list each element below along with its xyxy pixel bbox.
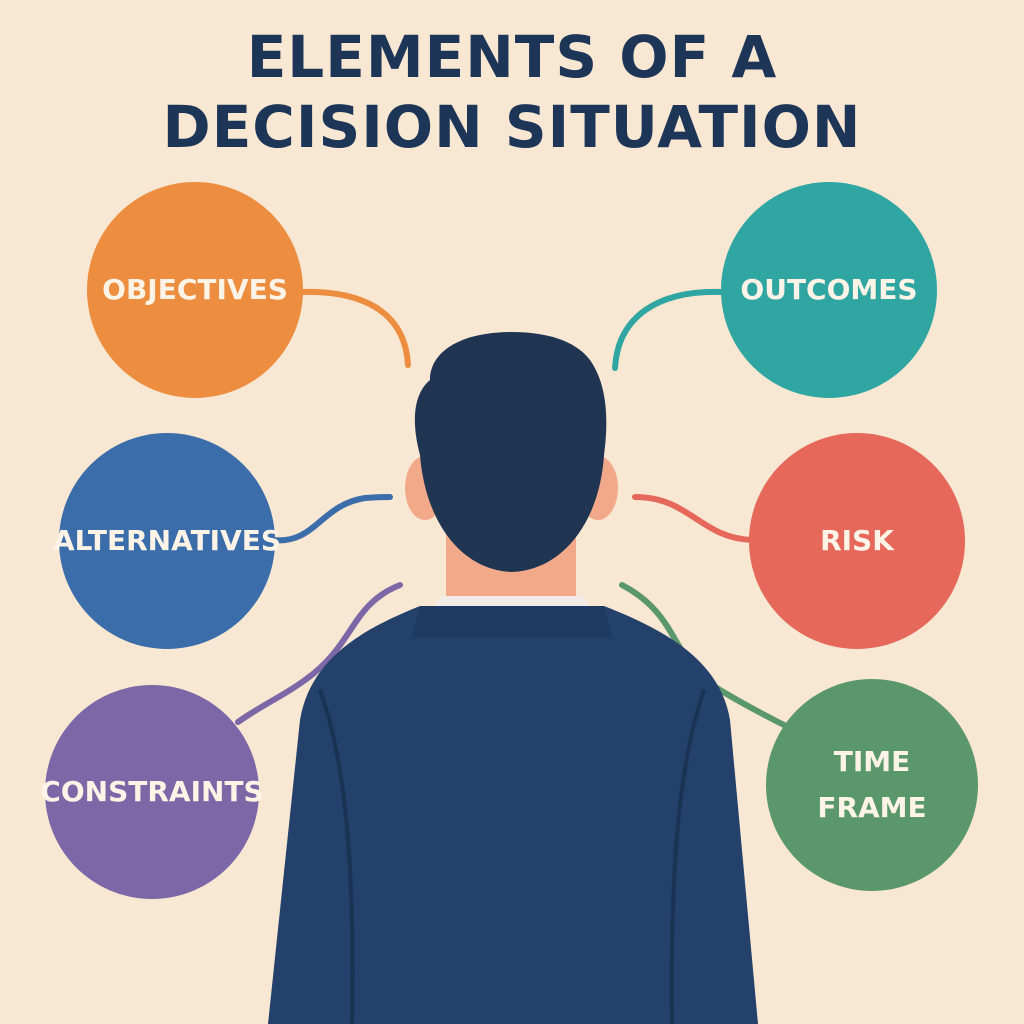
bubble-objectives-label: OBJECTIVES <box>102 273 288 306</box>
jacket-seam-left <box>318 689 355 1024</box>
jacket-seam-right <box>669 689 706 1024</box>
bubble-outcomes: OUTCOMES <box>721 182 937 398</box>
connector-risk <box>632 494 755 543</box>
bubble-alternatives-label: ALTERNATIVES <box>52 524 282 557</box>
page-title: ELEMENTS OF A DECISION SITUATION <box>0 22 1024 162</box>
bubble-objectives: OBJECTIVES <box>87 182 303 398</box>
title-line-1: ELEMENTS OF A <box>246 23 778 91</box>
connector-constraints <box>235 582 403 725</box>
connector-objectives <box>297 288 411 368</box>
connector-alternatives <box>269 494 393 544</box>
bubble-outcomes-label: OUTCOMES <box>740 273 918 306</box>
person-back-view-icon <box>268 332 758 1024</box>
bubble-time-frame-label-line1: TIME <box>833 745 911 778</box>
suit-jacket <box>268 606 758 1024</box>
title-line-2: DECISION SITUATION <box>162 93 862 161</box>
bubble-constraints-label: CONSTRAINTS <box>40 775 264 808</box>
connector-outcomes <box>612 288 725 371</box>
bubble-constraints: CONSTRAINTS <box>40 685 264 899</box>
hair <box>414 332 607 572</box>
bubble-time-frame: TIME FRAME <box>766 679 978 891</box>
jacket-collar <box>412 606 612 638</box>
bubble-time-frame-label-line2: FRAME <box>817 791 927 824</box>
bubble-alternatives: ALTERNATIVES <box>53 433 281 649</box>
bubble-risk: RISK <box>749 433 965 649</box>
bubble-risk-label: RISK <box>820 524 894 557</box>
